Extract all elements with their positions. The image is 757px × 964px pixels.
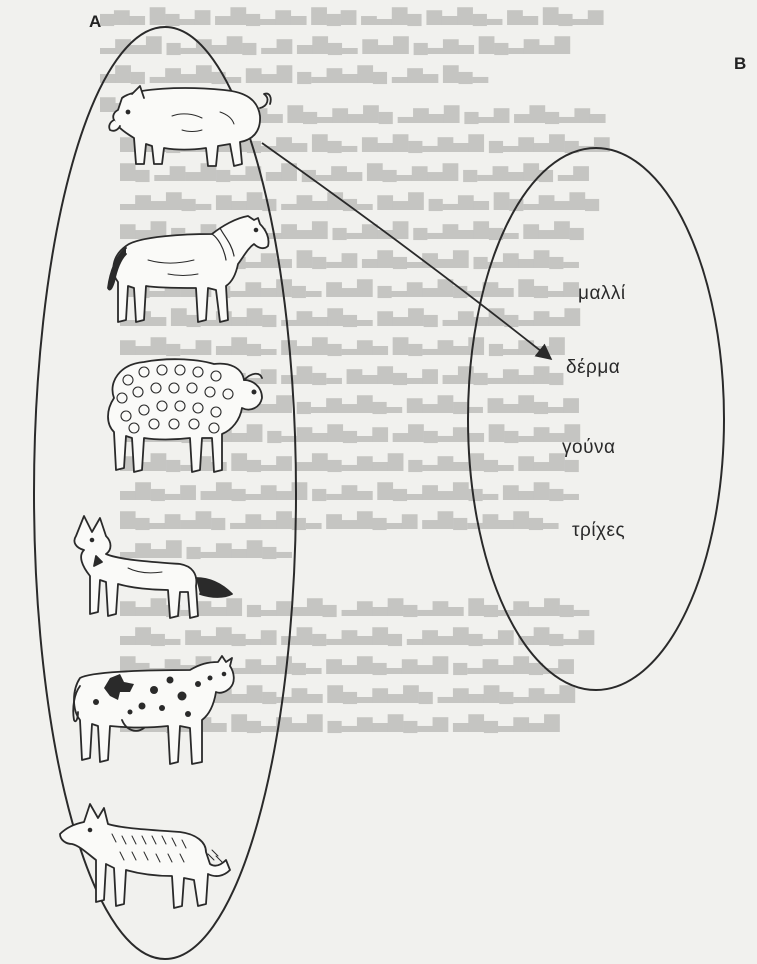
word-malli: μαλλί — [578, 283, 626, 304]
set-b-label: B — [734, 54, 747, 73]
horse-icon — [107, 215, 270, 323]
set-a-ellipse — [33, 26, 297, 960]
mapping-arrow — [261, 142, 553, 361]
word-gouna: γούνα — [562, 437, 616, 458]
word-triches: τρίχες — [572, 520, 626, 541]
word-derma: δέρμα — [566, 357, 621, 378]
set-a-label: A — [89, 12, 102, 31]
cow-icon — [72, 655, 235, 765]
set-b-ellipse — [467, 147, 725, 691]
sheep-icon — [107, 358, 263, 473]
wolf-icon — [59, 803, 231, 909]
pig-icon — [108, 85, 272, 167]
fox-icon — [73, 515, 233, 619]
